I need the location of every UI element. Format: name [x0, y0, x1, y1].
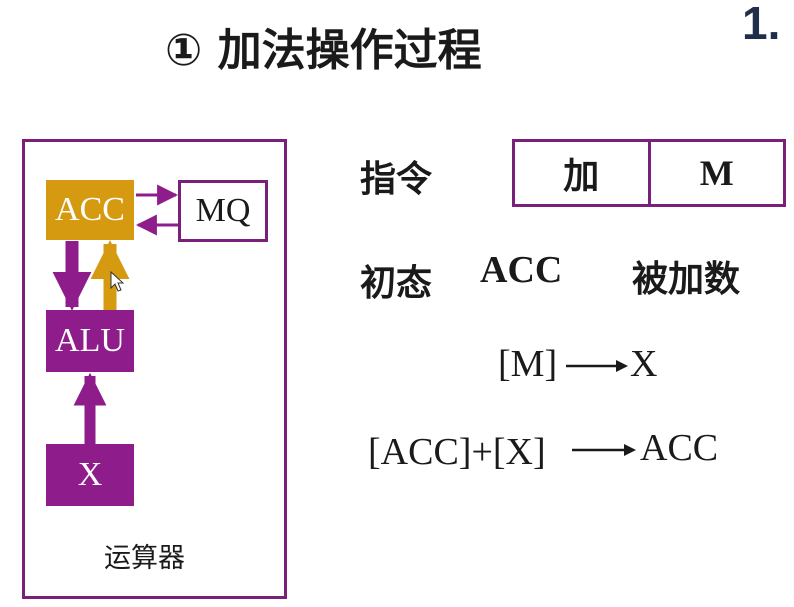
alu-unit: ALU [46, 310, 134, 372]
acc-register: ACC [46, 180, 134, 240]
initial-state-register: ACC [480, 249, 563, 291]
slide-title: ① 加法操作过程 [165, 25, 482, 76]
opcode-field: 加 [515, 142, 651, 204]
mq-register: MQ [178, 180, 268, 242]
step-1-arrow-icon [566, 360, 628, 372]
step-2-target: ACC [640, 427, 719, 469]
page-number: 1. [742, 0, 781, 49]
step-2-arrow-icon [572, 444, 636, 456]
x-register: X [46, 444, 134, 506]
initial-state-content: 被加数 [632, 259, 741, 300]
instruction-label: 指令 [360, 159, 433, 200]
initial-state-label: 初态 [360, 263, 433, 304]
arithmetic-unit-frame [22, 139, 287, 599]
step-1-source: [M] [498, 343, 558, 385]
mouse-cursor-icon [110, 270, 125, 292]
arithmetic-unit-label: 运算器 [104, 543, 185, 574]
step-2-expression: [ACC]+[X] [368, 431, 546, 473]
address-field: M [699, 153, 734, 193]
step-1-target: X [630, 343, 658, 385]
instruction-format: 加 M [512, 139, 786, 207]
